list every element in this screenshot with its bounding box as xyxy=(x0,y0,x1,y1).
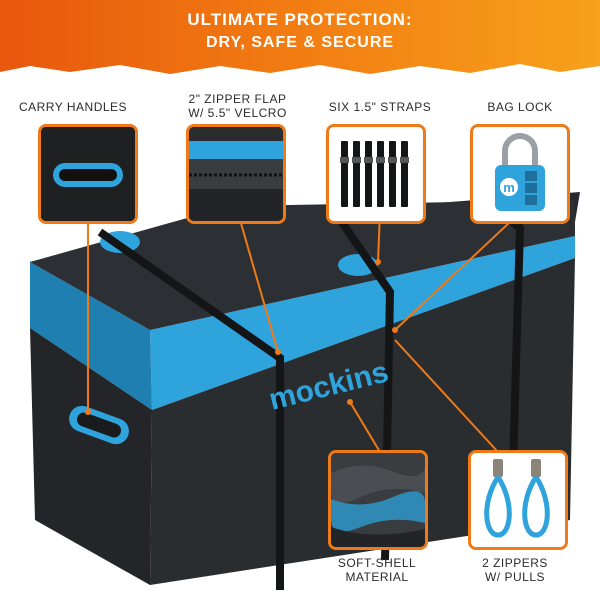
label-carry-handles: CARRY HANDLES xyxy=(18,100,128,114)
callout-carry-handles xyxy=(38,124,138,224)
zipper-pull-icon xyxy=(484,475,512,538)
lock-shackle-icon xyxy=(502,133,538,167)
label-zipper-flap-line1: 2" ZIPPER FLAP xyxy=(188,92,287,106)
strap-left xyxy=(97,228,284,590)
label-zippers: 2 ZIPPERS W/ PULLS xyxy=(455,556,575,584)
label-zipper-flap-line2: W/ 5.5" VELCRO xyxy=(188,106,287,120)
label-bag-lock: BAG LOCK xyxy=(487,100,553,114)
bag-side-face xyxy=(30,328,152,585)
banner-title: ULTIMATE PROTECTION: xyxy=(187,10,413,29)
banner-subtitle: DRY, SAFE & SECURE xyxy=(205,34,395,51)
zipper-pull-icon xyxy=(522,475,550,538)
label-straps: SIX 1.5" STRAPS xyxy=(328,100,432,114)
svg-text:m: m xyxy=(503,180,515,195)
label-zippers-line1: 2 ZIPPERS xyxy=(482,556,548,570)
callout-zipper-flap xyxy=(186,124,286,224)
callout-bag-lock: m xyxy=(470,124,570,224)
label-soft-shell: SOFT-SHELL MATERIAL xyxy=(318,556,436,584)
label-soft-shell-line2: MATERIAL xyxy=(345,570,409,584)
label-zippers-line2: W/ PULLS xyxy=(484,570,545,584)
callout-zippers xyxy=(468,450,568,550)
label-zipper-flap: 2" ZIPPER FLAP W/ 5.5" VELCRO xyxy=(175,92,300,120)
callout-soft-shell xyxy=(328,450,428,550)
top-banner: ULTIMATE PROTECTION: DRY, SAFE & SECURE xyxy=(0,0,600,78)
callout-straps xyxy=(326,124,426,224)
bag-blue-rim-side xyxy=(30,262,152,410)
label-soft-shell-line1: SOFT-SHELL xyxy=(337,556,417,570)
